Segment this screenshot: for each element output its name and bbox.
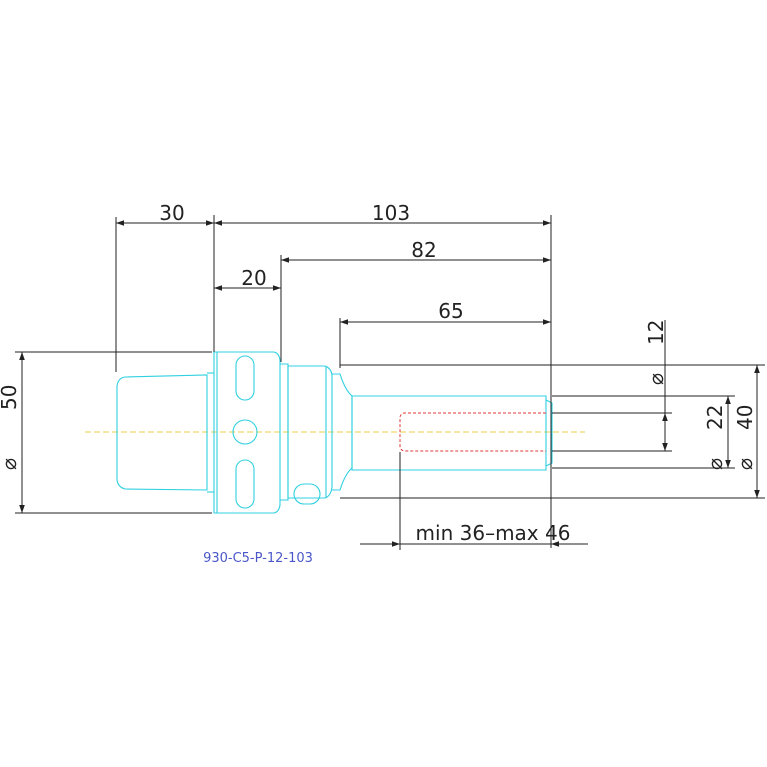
- dia-symbol-12: ⌀: [644, 373, 668, 385]
- dia-symbol-22: ⌀: [703, 458, 727, 470]
- nut-bolt: [293, 483, 321, 505]
- dim-30-label: 30: [159, 201, 184, 225]
- neck-bottom: [332, 467, 353, 491]
- drive-slot-top: [235, 355, 255, 401]
- dim-103-label: 103: [372, 201, 410, 225]
- dim-dia22-label: 22: [703, 405, 727, 430]
- orientation-hole: [232, 419, 258, 445]
- dim-dia50-label: 50: [0, 385, 21, 410]
- dim-65-label: 65: [438, 299, 463, 323]
- drive-slot-bottom: [235, 459, 255, 509]
- dim-dia40-label: 40: [733, 405, 757, 430]
- dim-82-label: 82: [411, 238, 436, 262]
- dim-20-label: 20: [241, 266, 266, 290]
- hidden-bore: [399, 412, 546, 452]
- insertion-range-label: min 36–max 46: [416, 521, 571, 545]
- holder-body: [351, 395, 547, 471]
- neck-top: [332, 373, 353, 397]
- flange: [213, 351, 281, 514]
- dim-dia12-label: 12: [644, 320, 668, 345]
- taper-shank: [116, 374, 208, 491]
- dia-symbol-50: ⌀: [0, 458, 21, 470]
- dia-symbol-40: ⌀: [733, 458, 757, 470]
- holder-nose: [545, 399, 553, 467]
- tool-outline: [116, 351, 553, 514]
- part-number-label: 930-C5-P-12-103: [203, 551, 313, 566]
- dimension-lines: [15, 215, 765, 550]
